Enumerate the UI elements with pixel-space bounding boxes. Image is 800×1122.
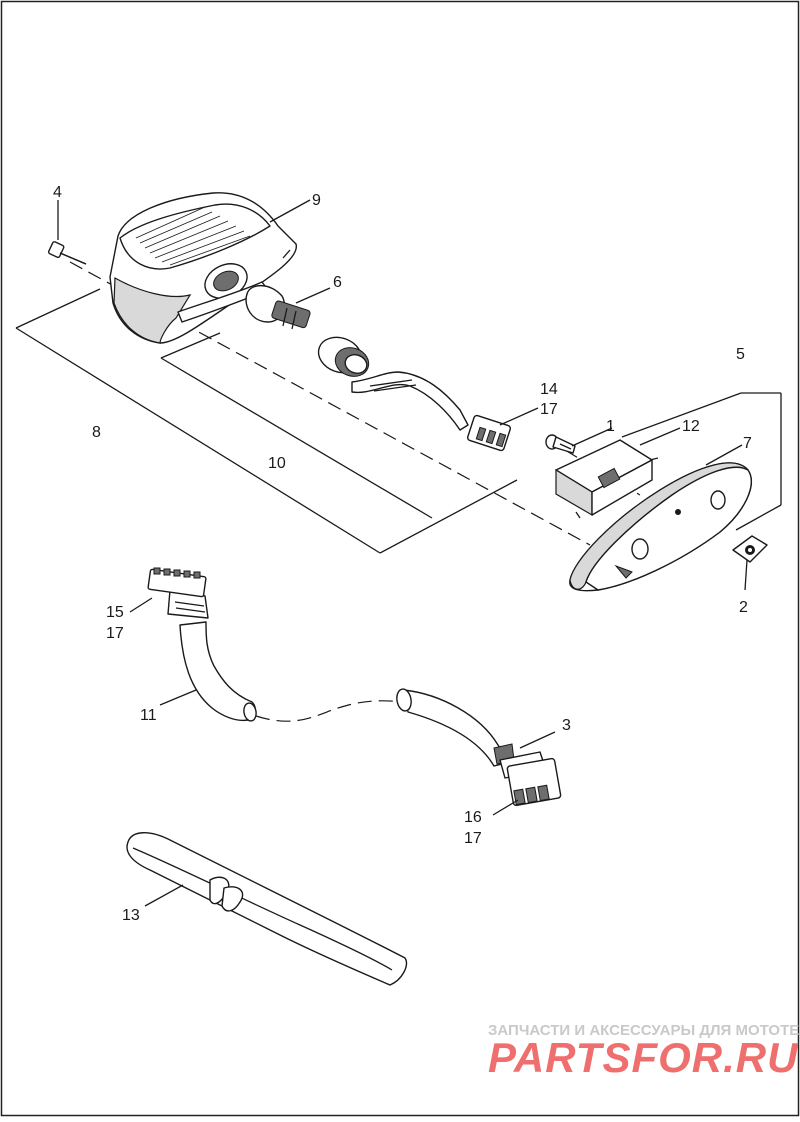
- bulb-6: [245, 284, 311, 330]
- callout-11: 11: [140, 707, 157, 724]
- harness-11: [147, 567, 403, 722]
- leader-12: [639, 427, 681, 446]
- callout-10: 10: [268, 455, 286, 472]
- callout-4: 4: [53, 184, 62, 201]
- callout-15: 15: [106, 604, 124, 621]
- callout-17-c: 17: [464, 830, 482, 847]
- leader-13: [144, 884, 184, 907]
- harness-right-segment: [396, 688, 562, 807]
- assembly-axis-line: [69, 261, 591, 546]
- callout-1: 1: [606, 418, 615, 435]
- callouts: 4 9 6 5 14 17 1 12 7 8 10 2 15 17 11 3 1…: [53, 184, 752, 924]
- watermark: ЗАПЧАСТИ И АКСЕССУАРЫ ДЛЯ МОТОТЕХНИКИ PA…: [488, 1022, 800, 1081]
- callout-2: 2: [739, 599, 748, 616]
- leader-2: [744, 559, 748, 591]
- bracket-8: [15, 288, 518, 554]
- callout-12: 12: [682, 418, 700, 435]
- socket-harness: [317, 336, 512, 452]
- leader-15-17: [129, 597, 153, 613]
- callout-5: 5: [736, 346, 745, 363]
- callout-8: 8: [92, 424, 101, 441]
- leader-6: [295, 287, 331, 304]
- watermark-logo: PARTSFOR.RU: [488, 1034, 799, 1081]
- strip-13: [126, 832, 408, 986]
- callout-14: 14: [540, 381, 558, 398]
- callout-3: 3: [562, 717, 571, 734]
- leader-1: [571, 427, 613, 447]
- watermark-tagline: ЗАПЧАСТИ И АКСЕССУАРЫ ДЛЯ МОТОТЕХНИКИ: [488, 1022, 800, 1039]
- bracket-5: [621, 392, 782, 531]
- leader-7: [705, 444, 743, 466]
- screw-1: [545, 434, 576, 454]
- leader-3: [519, 731, 556, 749]
- leader-11: [159, 689, 197, 706]
- callout-9: 9: [312, 192, 321, 209]
- callout-6: 6: [333, 274, 342, 291]
- bracket-10: [160, 332, 433, 519]
- screw-4: [47, 241, 87, 265]
- leader-16-17: [492, 799, 519, 816]
- callout-13: 13: [122, 907, 140, 924]
- callout-17-b: 17: [106, 625, 124, 642]
- bracket-12: [555, 439, 659, 519]
- lamp-housing-9: [109, 192, 297, 344]
- nut-2: [732, 535, 768, 563]
- lens-7: [569, 462, 752, 592]
- callout-7: 7: [743, 435, 752, 452]
- leader-14-17: [499, 407, 539, 426]
- callout-17-a: 17: [540, 401, 558, 418]
- leader-9: [269, 199, 311, 223]
- callout-16: 16: [464, 809, 482, 826]
